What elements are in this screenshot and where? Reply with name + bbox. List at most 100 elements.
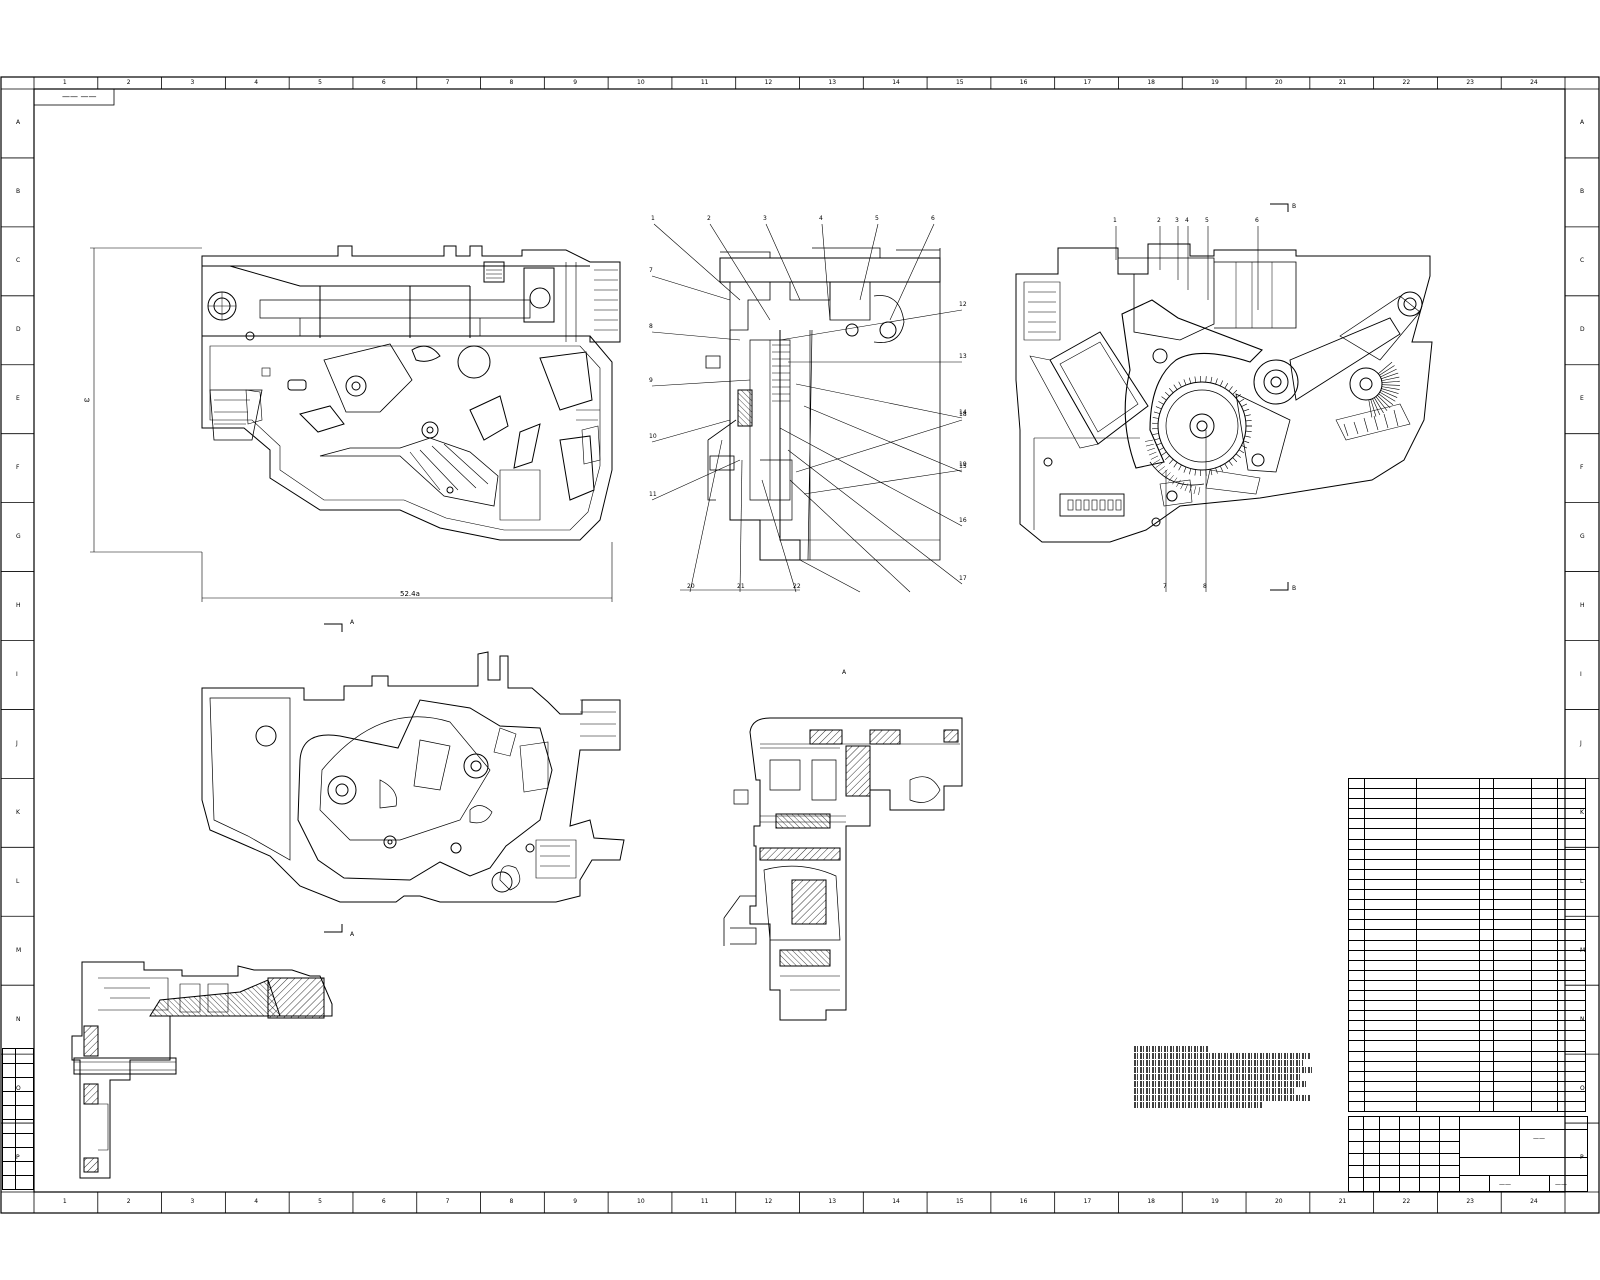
gear-tooth <box>1238 398 1245 403</box>
gear-tooth <box>1161 396 1167 401</box>
leader-line <box>689 439 723 593</box>
gear-tooth <box>1381 388 1399 394</box>
bom-row <box>1348 777 1586 790</box>
bom-cell <box>1531 858 1559 870</box>
gear-tooth <box>1245 420 1252 422</box>
bom-cell <box>1557 989 1586 1002</box>
bom-cell <box>1492 808 1533 820</box>
gear-tooth <box>1220 465 1224 472</box>
bom-cell <box>1492 858 1533 870</box>
bom-cell <box>1363 848 1418 860</box>
bom-cell <box>1479 777 1494 790</box>
bom-cell <box>1416 949 1481 961</box>
bom-cell <box>1348 1100 1365 1113</box>
bom-cell <box>1531 848 1559 860</box>
bom-cell <box>1531 1050 1559 1062</box>
bom-cell <box>1416 939 1481 951</box>
bom-cell <box>1363 1060 1418 1072</box>
bom-cell <box>1557 788 1586 800</box>
gear-tooth <box>1205 469 1207 476</box>
bom-cell <box>1492 1050 1533 1062</box>
bom-cell <box>1531 929 1559 941</box>
zone-label-top: 20 <box>1274 79 1283 86</box>
bom-cell <box>1479 838 1494 850</box>
gear-tooth <box>1380 390 1398 398</box>
bom-cell <box>1348 868 1365 880</box>
zone-ticks-top <box>33 77 1566 1213</box>
gear-tooth <box>1188 468 1192 475</box>
gear-tooth <box>1210 376 1213 383</box>
gear-tooth <box>1153 459 1161 464</box>
leader-line <box>709 223 771 321</box>
bom-cell <box>1557 929 1586 941</box>
bom-cell <box>1416 889 1481 901</box>
bom-cell <box>1531 868 1559 880</box>
zone-label-bottom: 1 <box>62 1198 67 1205</box>
gear-tooth <box>1245 430 1252 432</box>
bom-cell <box>1557 858 1586 870</box>
gear-tooth <box>1153 438 1160 441</box>
gear-tooth <box>1158 447 1164 451</box>
bom-row <box>1348 1000 1586 1012</box>
bom-cell <box>1479 919 1494 931</box>
bom-cell <box>1557 1040 1586 1052</box>
leader-line <box>761 479 797 593</box>
bom-cell <box>1531 909 1559 921</box>
gear-tooth <box>1244 414 1251 417</box>
leader-line <box>651 459 741 501</box>
bom-cell <box>1531 818 1559 830</box>
zone-label-bottom: 22 <box>1402 1198 1411 1205</box>
gear-tooth <box>1232 457 1238 463</box>
zone-label-bottom: 13 <box>828 1198 837 1205</box>
bom-cell <box>1348 969 1365 981</box>
zone-label-bottom: 2 <box>126 1198 131 1205</box>
bom-cell <box>1531 1080 1559 1092</box>
bom-cell <box>1531 1060 1559 1072</box>
connector-pin <box>1091 499 1098 511</box>
zone-label-top: 23 <box>1466 79 1474 86</box>
bom-cell <box>1416 1030 1481 1042</box>
zone-label-left: K <box>16 808 20 816</box>
zone-label-top: 17 <box>1083 79 1092 86</box>
bom-cell <box>1492 979 1533 991</box>
bom-cell <box>1492 818 1533 830</box>
gear-tooth <box>1184 483 1189 492</box>
bom-cell <box>1492 989 1533 1002</box>
zone-label-left: C <box>16 257 21 265</box>
bom-cell <box>1348 808 1365 820</box>
zone-label-left: E <box>16 395 20 403</box>
bom-cell <box>1492 909 1533 921</box>
gear-tooth <box>1228 460 1233 466</box>
zone-label-bottom: 17 <box>1083 1198 1092 1205</box>
zone-label-top: 24 <box>1530 79 1538 86</box>
zone-label-bottom: 3 <box>190 1198 195 1205</box>
bom-cell <box>1416 1010 1481 1022</box>
bom-cell <box>1363 1070 1418 1082</box>
section-marks <box>324 203 1289 933</box>
callout-number: 13 <box>959 353 967 360</box>
zone-label-top: 11 <box>700 79 709 86</box>
bom-cell <box>1531 1010 1559 1022</box>
callout-number: 18 <box>959 411 967 418</box>
bom-row <box>1348 909 1586 921</box>
bom-cell <box>1557 1070 1586 1082</box>
zone-label-top: 14 <box>892 79 900 86</box>
gear-tooth <box>1173 462 1178 468</box>
bom-cell <box>1531 889 1559 901</box>
bom-row <box>1348 1070 1586 1082</box>
bom-row <box>1348 1020 1586 1032</box>
bom-cell <box>1479 959 1494 971</box>
zone-label-bottom: 12 <box>764 1198 773 1205</box>
bom-cell <box>1479 889 1494 901</box>
bom-cell <box>1416 808 1481 820</box>
bom-cell <box>1416 1060 1481 1072</box>
bom-cell <box>1557 1080 1586 1092</box>
bom-cell <box>1492 777 1533 790</box>
bom-cell <box>1479 818 1494 830</box>
gear-tooth <box>1368 399 1373 418</box>
bom-cell <box>1416 1100 1481 1113</box>
zone-label-left: I <box>16 670 18 678</box>
gear-tooth <box>1169 388 1174 393</box>
bom-cell <box>1416 989 1481 1002</box>
